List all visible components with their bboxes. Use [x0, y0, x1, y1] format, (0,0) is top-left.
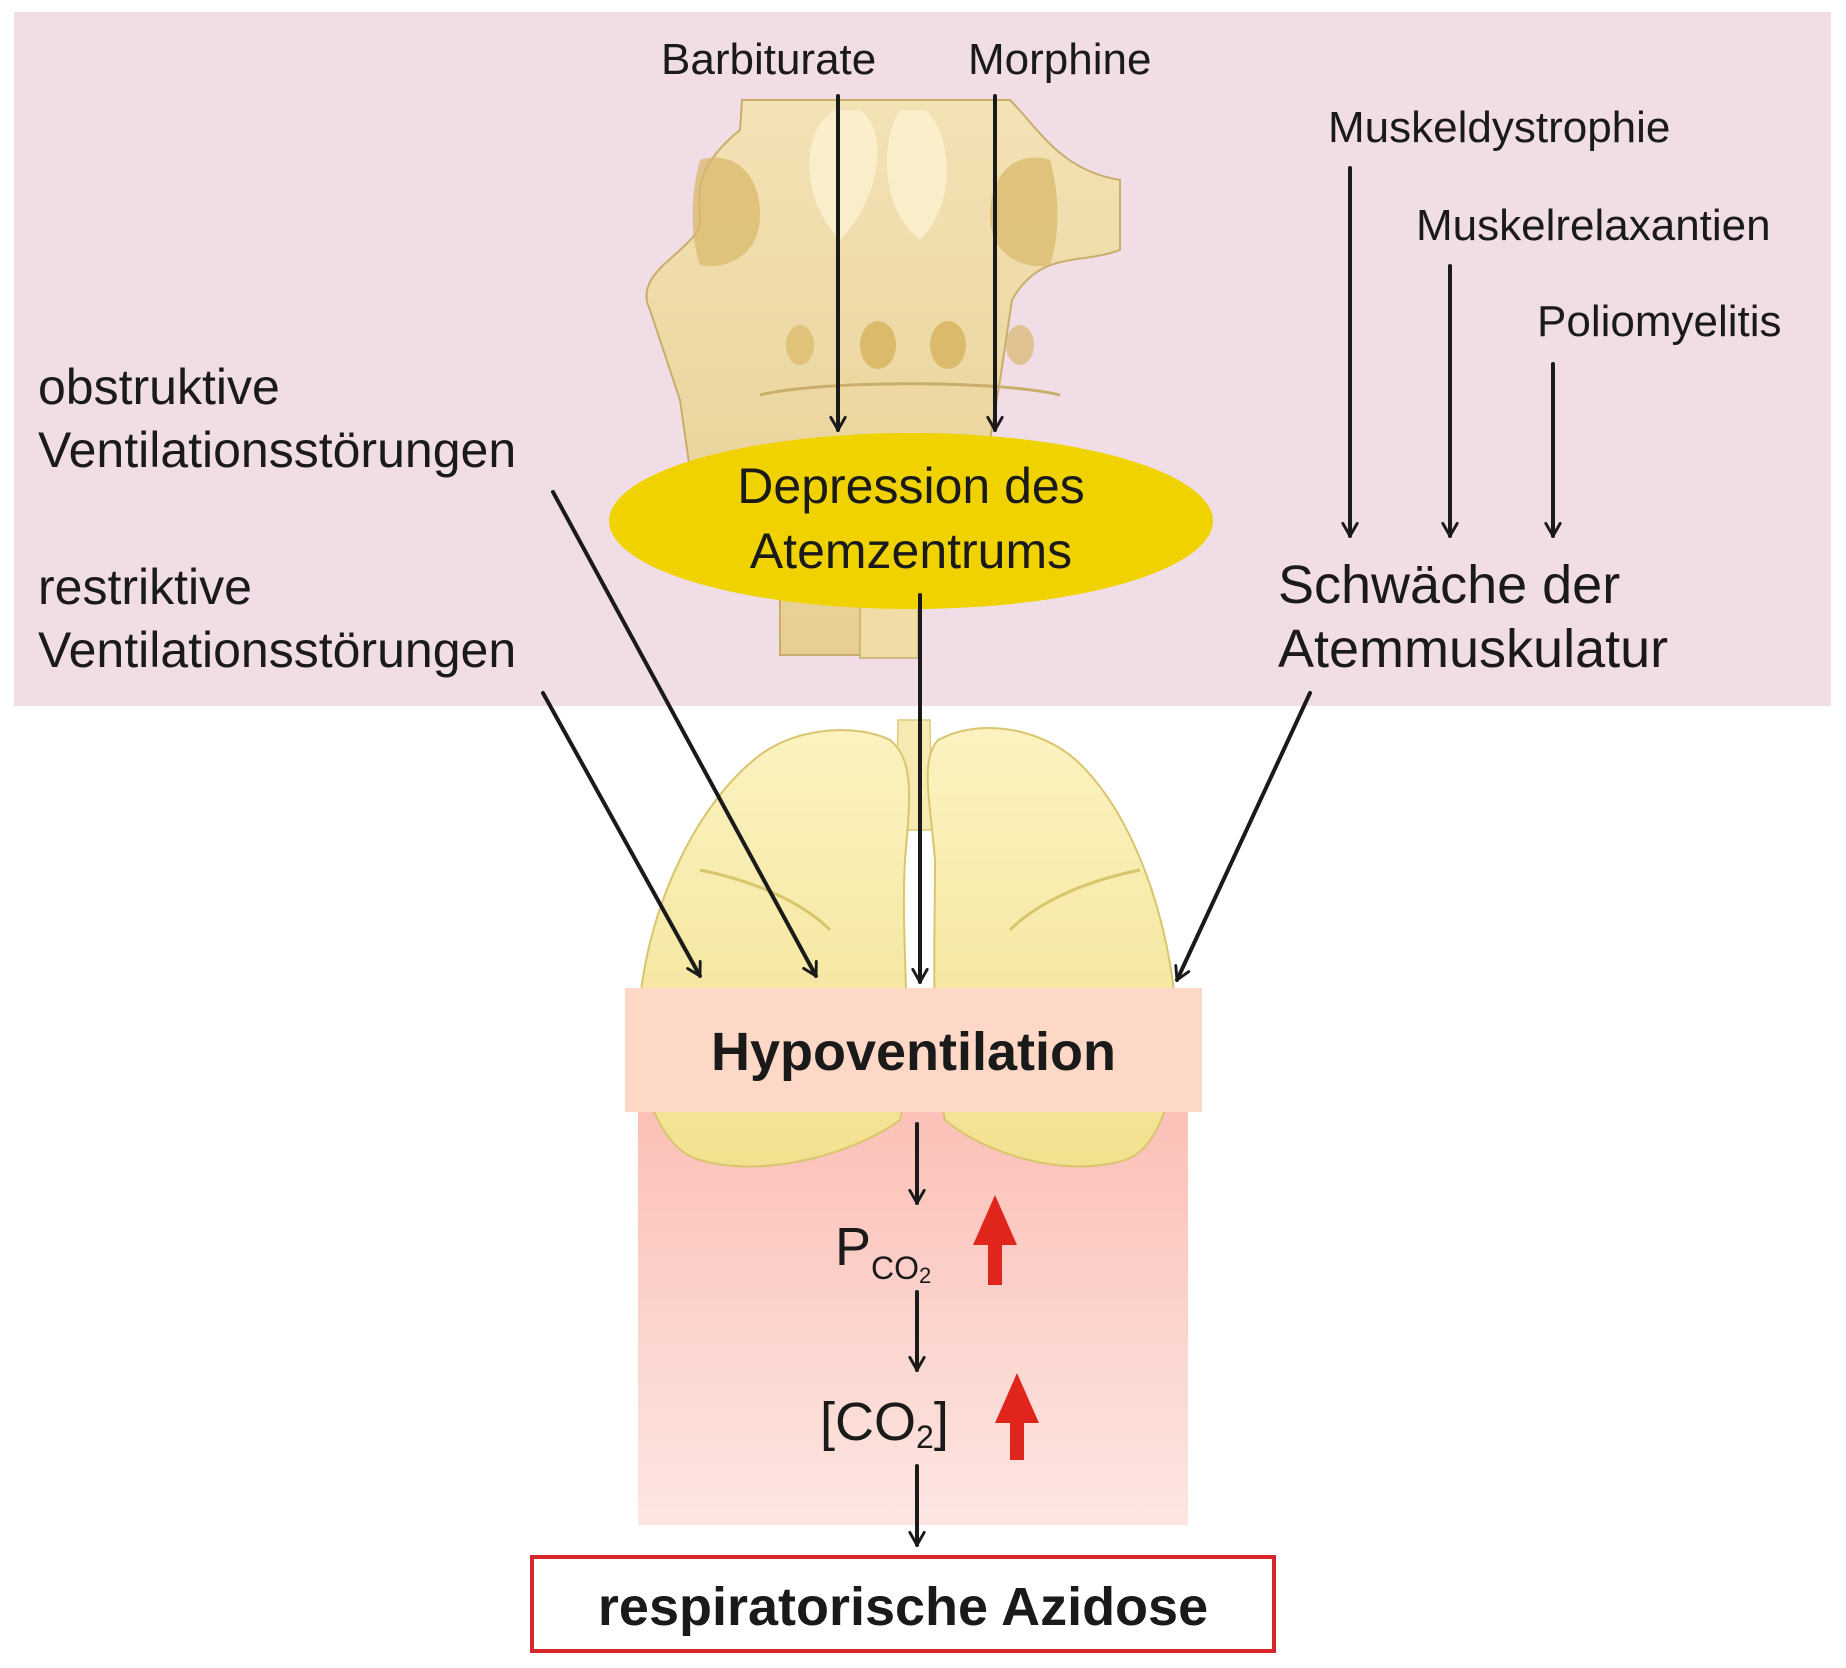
arrow-restriktive	[541, 691, 702, 978]
label-obstruktive-2: Ventilationsstörungen	[38, 422, 517, 478]
arrow-schwaeche	[1174, 691, 1312, 982]
label-muskeldystrophie: Muskeldystrophie	[1328, 103, 1671, 152]
label-morphine: Morphine	[968, 35, 1152, 84]
label-schwaeche-1: Schwäche der	[1278, 555, 1621, 615]
label-respiratorische-azidose: respiratorische Azidose	[597, 1577, 1209, 1637]
label-pco2: PCO2	[835, 1217, 932, 1288]
azidose-box	[530, 1555, 1276, 1653]
label-restriktive-2: Ventilationsstörungen	[38, 622, 517, 678]
label-schwaeche-2: Atemmuskulatur	[1278, 619, 1669, 679]
label-obstruktive-1: obstruktive	[38, 359, 280, 415]
depression-ellipse	[609, 433, 1213, 609]
label-muskelrelaxantien: Muskelrelaxantien	[1416, 201, 1771, 250]
label-barbiturate: Barbiturate	[661, 35, 877, 84]
label-hypoventilation: Hypoventilation	[710, 1022, 1117, 1082]
hypoventilation-box	[625, 988, 1202, 1112]
label-restriktive-1: restriktive	[38, 559, 252, 615]
label-depression-2: Atemzentrums	[749, 523, 1073, 579]
gradient-column	[638, 1100, 1188, 1525]
arrow-obstruktive	[551, 490, 818, 978]
label-co2-concentration: [CO2]	[820, 1392, 949, 1455]
increase-arrow-pco2	[973, 1195, 1017, 1285]
increase-arrow-co2	[995, 1373, 1039, 1460]
label-depression-1: Depression des	[737, 458, 1085, 514]
label-poliomyelitis: Poliomyelitis	[1537, 297, 1782, 346]
